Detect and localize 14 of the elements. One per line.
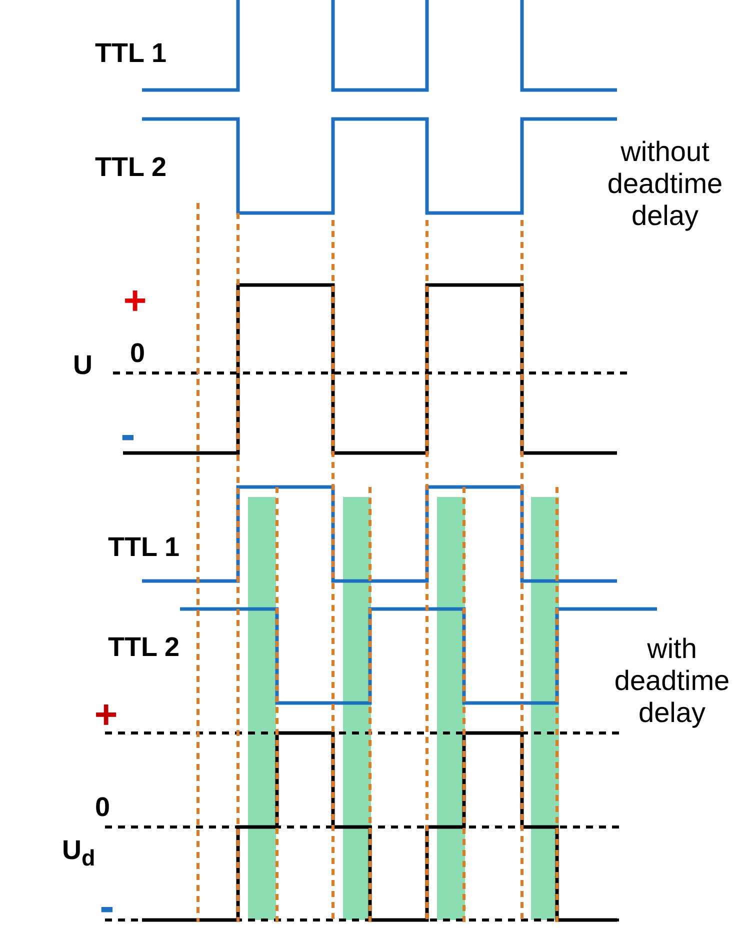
axis-label: U$_{d}$ [62,835,96,872]
axis-label: U [73,350,92,382]
signal-label: TTL 2 [95,152,167,184]
annotation-text: with deadtime delay [613,633,731,730]
polarity-sign: + [123,278,147,324]
annotation-text: without deadtime delay [606,136,724,233]
axis-label: 0 [95,792,110,824]
polarity-sign: - [100,882,114,933]
signal-label: TTL 1 [95,38,167,70]
signal-label: TTL 1 [108,532,180,564]
polarity-sign: + [94,692,118,738]
signal-label: TTL 2 [108,632,180,664]
axis-label: 0 [130,338,146,370]
polarity-sign: - [120,410,136,461]
